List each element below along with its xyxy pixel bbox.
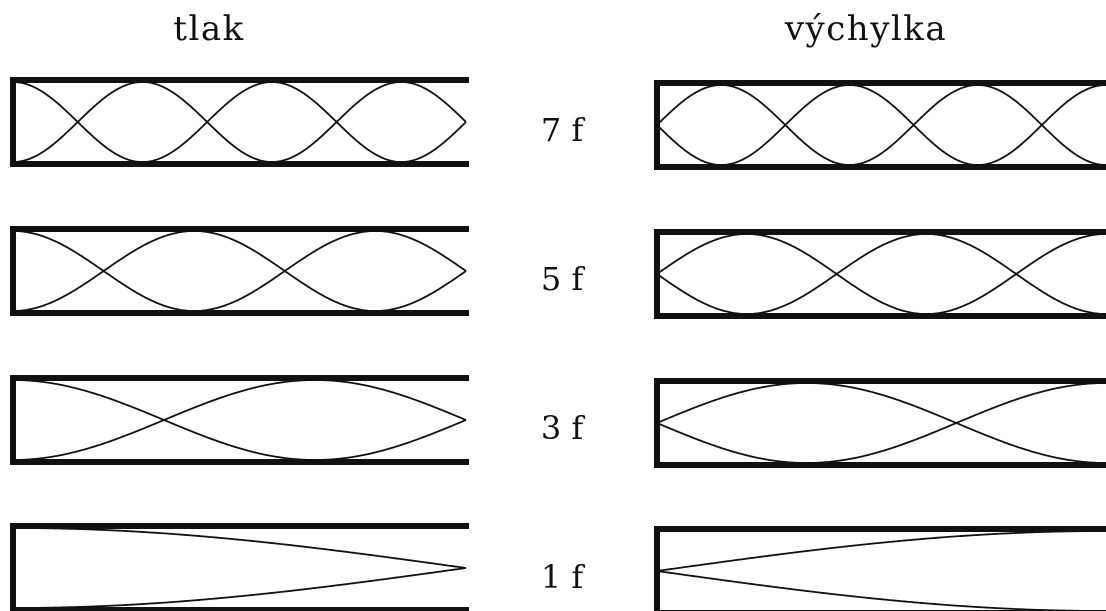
mode-row: 5 f [10,226,1106,319]
mode-rows: 7 f 5 f 3 f 1 f [10,77,1106,611]
tube-walls [10,523,469,611]
mode-label: 3 f [541,409,586,447]
tube-walls [10,226,469,316]
displacement-tube [654,378,1106,468]
displacement-wave-curve [656,84,1106,166]
pressure-tube [10,523,469,611]
tube-walls [10,77,469,167]
displacement-wave-curve [656,233,1106,315]
mode-row: 3 f [10,375,1106,468]
mode-label: 7 f [541,111,586,149]
pressure-wave-curve [13,527,467,569]
mode-row: 1 f [10,523,1106,611]
displacement-wave-curve [656,382,1106,464]
pressure-wave-curve [12,81,467,163]
pressure-wave-curve [13,567,467,609]
pressure-wave-curve [12,379,467,461]
tube-walls [654,80,1106,170]
displacement-wave-curve [656,570,1106,611]
displacement-column-title: výchylka [784,9,947,49]
pressure-wave-curve [12,230,467,312]
pressure-wave-curve [12,379,467,461]
pressure-tube [10,226,469,316]
displacement-tube [654,526,1106,611]
pressure-tube [10,375,469,465]
displacement-tube [654,229,1106,319]
displacement-wave-curve [656,382,1106,464]
pressure-wave-curve [12,81,467,163]
displacement-wave-curve [656,530,1106,572]
mode-label: 5 f [541,260,586,298]
pressure-column-title: tlak [173,9,244,49]
mode-label: 1 f [541,558,586,596]
mode-row: 7 f [10,77,1106,170]
tube-walls [10,375,469,465]
displacement-wave-curve [656,233,1106,315]
displacement-tube [654,80,1106,170]
pressure-wave-curve [12,230,467,312]
pressure-tube [10,77,469,167]
tube-walls [654,229,1106,319]
tube-walls [654,378,1106,468]
displacement-wave-curve [656,84,1106,166]
